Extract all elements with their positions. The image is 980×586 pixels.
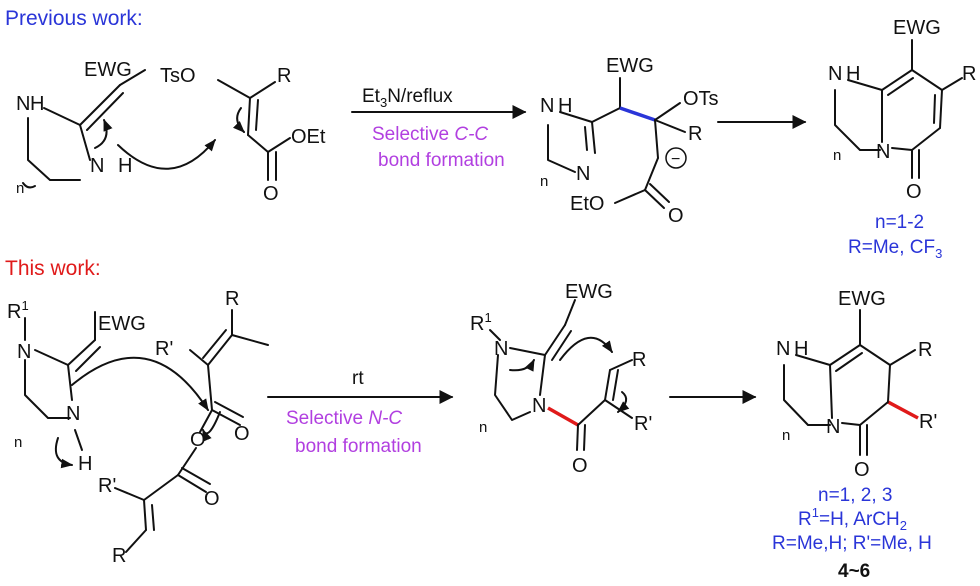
ewg-label: EWG <box>98 313 146 335</box>
n2-label: N <box>532 395 546 417</box>
this-scope-r1: R1=H, ArCH2 <box>798 505 907 533</box>
tso-label: TsO <box>160 65 196 87</box>
ewg-label: EWG <box>606 55 654 77</box>
r-label: R <box>918 339 932 361</box>
this-product: H N N EWG R R' O n <box>776 288 937 481</box>
nh-nitrogen-label: N <box>540 95 554 117</box>
ewg-label: EWG <box>84 59 132 81</box>
carbonyl-o-label: O <box>854 459 870 481</box>
ring-size-label: n <box>14 434 22 451</box>
r-bottom-label: R <box>112 545 126 567</box>
ring-size-label: n <box>479 419 487 436</box>
carbonyl-o-label: O <box>572 455 588 477</box>
n2-label: N <box>66 403 80 425</box>
rprime-bottom-label: R' <box>98 475 116 497</box>
this-selective-line1: Selective N-C <box>286 408 402 429</box>
bridge-o-label: O <box>190 429 206 451</box>
nh-hydrogen-label: H <box>794 338 808 360</box>
nh-hydrogen-label: H <box>30 93 44 115</box>
oet-label: OEt <box>291 126 326 148</box>
r-top-label: R <box>225 288 239 310</box>
eto-label: EtO <box>570 193 604 215</box>
carbonyl-o-label: O <box>668 205 684 227</box>
n1-label: N <box>17 341 31 363</box>
previous-selective-line2: bond formation <box>378 150 505 171</box>
this-work-header: This work: <box>5 257 101 280</box>
previous-product: H N N EWG R O n <box>828 17 976 203</box>
compound-number: 4~6 <box>838 561 870 582</box>
r-label: R <box>962 63 976 85</box>
n-hydrogen-label: H <box>118 155 132 177</box>
previous-scope-r: R=Me, CF3 <box>848 237 942 261</box>
this-reactant-aminal: R1 N N H EWG n <box>7 298 146 475</box>
ring-size-label: n <box>16 180 24 197</box>
r-label: R <box>688 123 702 145</box>
ring-size-label: n <box>833 147 841 164</box>
nh-hydrogen-label: H <box>558 95 572 117</box>
n1-label: N <box>494 338 508 360</box>
previous-reactant-aminal: H N N H EWG n <box>16 59 146 197</box>
ring-nitrogen-label: N <box>876 141 890 163</box>
nh-nitrogen-label: N <box>16 93 30 115</box>
ewg-label: EWG <box>838 288 886 310</box>
nh-nitrogen-label: N <box>828 63 842 85</box>
previous-scope-n: n=1-2 <box>875 212 924 233</box>
previous-attack-arrow <box>117 139 216 170</box>
ewg-label: EWG <box>893 17 941 39</box>
ewg-label: EWG <box>565 281 613 303</box>
previous-intermediate: H N N EWG OTs R EtO O − n <box>540 55 719 227</box>
ring-size-label: n <box>782 427 790 444</box>
this-attack-arrow <box>71 356 209 412</box>
ring-nitrogen-label: N <box>826 416 840 438</box>
negative-charge: − <box>671 151 680 168</box>
this-reagent: rt <box>352 368 364 389</box>
this-anhydride: R R' O O R' O R <box>98 288 269 567</box>
rprime-label: R' <box>919 411 937 433</box>
rprime-top-label: R' <box>155 338 173 360</box>
previous-reagent: Et3N/reflux <box>362 86 453 110</box>
imine-nitrogen-label: N <box>576 163 590 185</box>
ots-label: OTs <box>683 88 719 110</box>
carbonyl-o-label: O <box>906 181 922 203</box>
this-scope-r: R=Me,H; R'=Me, H <box>772 533 932 554</box>
r-label: R <box>277 65 291 87</box>
this-scope-n: n=1, 2, 3 <box>818 485 892 506</box>
previous-work-header: Previous work: <box>5 7 143 30</box>
nh-nitrogen-label: N <box>776 338 790 360</box>
carbonyl-o-bottom-label: O <box>204 488 220 510</box>
previous-reactant-tosylate: TsO R OEt O <box>160 65 326 205</box>
nh-hydrogen-label: H <box>846 63 860 85</box>
this-intermediate: R1 N N EWG R R' O n <box>470 281 652 477</box>
r1-label: R1 <box>470 310 492 335</box>
previous-selective-line1: Selective C-C <box>372 124 488 145</box>
nh-hydrogen-label: H <box>78 453 92 475</box>
carbonyl-o-label: O <box>263 183 279 205</box>
n-nitrogen-label: N <box>90 155 104 177</box>
carbonyl-o-top-label: O <box>234 423 250 445</box>
rprime-label: R' <box>634 413 652 435</box>
r-label: R <box>632 349 646 371</box>
r1-label: R1 <box>7 298 29 323</box>
ring-size-label: n <box>540 173 548 190</box>
this-selective-line2: bond formation <box>295 436 422 457</box>
